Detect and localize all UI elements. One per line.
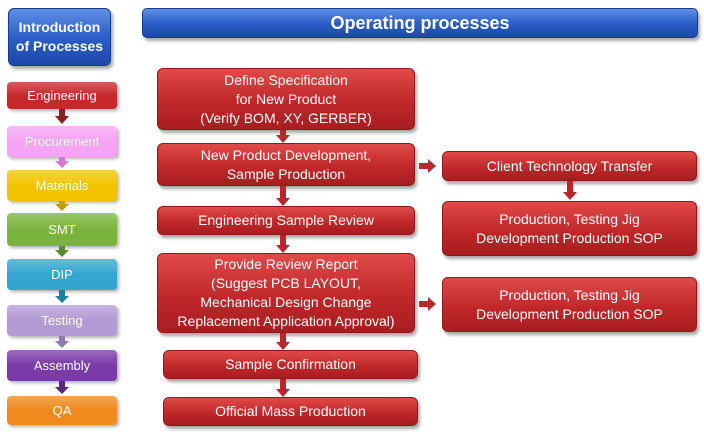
sidebar-step-qa: QA bbox=[7, 396, 117, 425]
down-arrow-icon bbox=[276, 235, 290, 253]
sidebar-arrow-icon bbox=[55, 109, 69, 124]
step-official-mass-production: Official Mass Production bbox=[163, 397, 418, 426]
sidebar-arrow-icon bbox=[55, 290, 69, 303]
sidebar-arrows bbox=[55, 109, 69, 394]
down-arrow-icon bbox=[276, 333, 290, 350]
sidebar-arrow-icon bbox=[55, 201, 69, 211]
step-sample-confirmation: Sample Confirmation bbox=[163, 350, 418, 379]
sidebar-title: Introduction of Processes bbox=[8, 8, 111, 66]
step-define-specification: Define Specification for New Product (Ve… bbox=[157, 68, 415, 130]
down-arrow-icon bbox=[276, 130, 290, 143]
sidebar-arrow-icon bbox=[55, 157, 69, 168]
sidebar-step-label: Procurement bbox=[24, 134, 100, 149]
step-provide-review-report: Provide Review Report (Suggest PCB LAYOU… bbox=[157, 253, 415, 333]
sidebar-step-label: Engineering bbox=[27, 88, 97, 103]
sidebar-step-dip: DIP bbox=[7, 259, 117, 290]
sidebar-step-label: SMT bbox=[48, 222, 76, 237]
sidebar-step-smt: SMT bbox=[7, 213, 117, 246]
sidebar-step-label: Testing bbox=[41, 313, 83, 328]
step-client-technology-transfer: Client Technology Transfer bbox=[442, 151, 697, 181]
sidebar-arrow-icon bbox=[55, 381, 69, 394]
sidebar-step-label: Assembly bbox=[33, 358, 91, 373]
down-arrow-icon bbox=[563, 181, 577, 200]
step-jig-development-sop-1: Production, Testing Jig Development Prod… bbox=[442, 201, 697, 256]
step-jig-development-sop-2: Production, Testing Jig Development Prod… bbox=[442, 277, 697, 332]
step-new-product-development: New Product Development, Sample Producti… bbox=[157, 143, 415, 186]
down-arrow-icon bbox=[276, 186, 290, 206]
sidebar-step-label: QA bbox=[52, 403, 72, 418]
sidebar-step-materials: Materials bbox=[7, 170, 117, 201]
sidebar-arrow-icon bbox=[55, 246, 69, 257]
sidebar-step-assembly: Assembly bbox=[7, 350, 117, 381]
step-engineering-sample-review: Engineering Sample Review bbox=[157, 206, 415, 235]
right-arrow-icon bbox=[419, 297, 436, 311]
sidebar-step-engineering: Engineering bbox=[7, 82, 117, 109]
sidebar-step-label: DIP bbox=[51, 267, 73, 282]
sidebar-step-testing: Testing bbox=[7, 305, 117, 336]
sidebar-step-procurement: Procurement bbox=[7, 126, 117, 157]
right-arrow-icon bbox=[419, 159, 436, 173]
page-title: Operating processes bbox=[142, 8, 698, 38]
sidebar-arrow-icon bbox=[55, 336, 69, 348]
sidebar-step-label: Materials bbox=[35, 178, 89, 193]
down-arrow-icon bbox=[276, 379, 290, 397]
